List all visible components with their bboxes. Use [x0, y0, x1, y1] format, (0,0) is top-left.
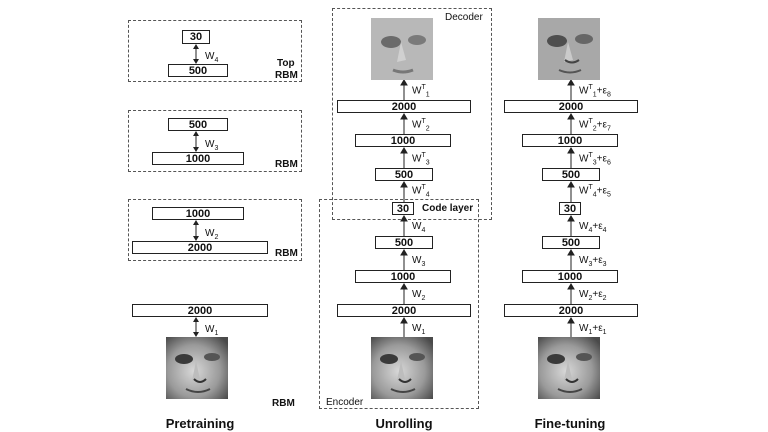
rbm-top-tag-1: Top — [277, 58, 295, 69]
ft-decoder-layer-500: 500 — [542, 168, 600, 181]
rbm3-tag: RBM — [275, 159, 298, 170]
unroll-encoder-layer-1000: 1000 — [355, 270, 451, 283]
rbm1-weight: W1 — [205, 324, 219, 337]
unroll-decoder-layer-1000: 1000 — [355, 134, 451, 147]
ft-code-layer: 30 — [559, 202, 581, 215]
unroll-encoder-layer-500: 500 — [375, 236, 433, 249]
ft-decoder-layer-1000: 1000 — [522, 134, 618, 147]
unroll-dec-weight-4: WT4 — [412, 184, 430, 199]
input-face-image-finetuning — [538, 337, 600, 399]
rbm3-lower-layer: 1000 — [152, 152, 244, 165]
rbm3-upper-layer: 500 — [168, 118, 228, 131]
output-face-image-finetuning — [538, 18, 600, 80]
ft-arrows — [567, 80, 575, 337]
ft-encoder-layer-2000: 2000 — [504, 304, 638, 317]
unroll-dec-weight-2: WT2 — [412, 118, 430, 133]
rbm2-weight: W2 — [205, 228, 219, 241]
rbm-top-upper-layer: 30 — [182, 30, 210, 44]
pretraining-caption: Pretraining — [165, 416, 235, 431]
code-layer-label: Code layer — [422, 203, 474, 214]
unrolling-caption: Unrolling — [375, 416, 433, 431]
input-face-image — [166, 337, 228, 399]
rbm1-tag: RBM — [272, 398, 295, 409]
decoder-frame — [332, 8, 492, 220]
ft-encoder-layer-500: 500 — [542, 236, 600, 249]
ft-dec-weight-2: WT2+ε7 — [579, 118, 611, 133]
rbm-top-bidirectional-arrow — [193, 44, 199, 64]
ft-dec-weight-3: WT3+ε6 — [579, 152, 611, 167]
rbm3-bidirectional-arrow — [193, 131, 199, 152]
ft-dec-weight-1: WT1+ε8 — [579, 84, 611, 99]
unroll-enc-weight-3: W3 — [412, 255, 426, 268]
unroll-code-layer: 30 — [392, 202, 414, 215]
ft-dec-weight-4: WT4+ε5 — [579, 184, 611, 199]
encoder-label: Encoder — [326, 397, 364, 408]
rbm-top-tag-2: RBM — [275, 70, 298, 81]
rbm3-frame — [128, 110, 302, 172]
rbm2-upper-layer: 1000 — [152, 207, 244, 220]
ft-decoder-layer-2000: 2000 — [504, 100, 638, 113]
ft-enc-weight-4: W4+ε4 — [579, 221, 607, 234]
output-face-image-unrolling — [371, 18, 433, 80]
ft-encoder-layer-1000: 1000 — [522, 270, 618, 283]
rbm2-tag: RBM — [275, 248, 298, 259]
ft-enc-weight-3: W3+ε3 — [579, 255, 607, 268]
unroll-enc-weight-4: W4 — [412, 221, 426, 234]
unroll-enc-weight-1: W1 — [412, 323, 426, 336]
decoder-label: Decoder — [445, 12, 483, 23]
rbm3-weight: W3 — [205, 139, 219, 152]
rbm-top-frame — [128, 20, 302, 82]
unroll-dec-weight-3: WT3 — [412, 152, 430, 167]
rbm-top-weight: W4 — [205, 51, 219, 64]
rbm2-frame — [128, 199, 302, 261]
unroll-arrows — [400, 80, 408, 337]
unroll-dec-weight-1: WT1 — [412, 84, 430, 99]
ft-enc-weight-1: W1+ε1 — [579, 323, 607, 336]
rbm1-upper-layer: 2000 — [132, 304, 268, 317]
input-face-image-unrolling — [371, 337, 433, 399]
unroll-decoder-layer-500: 500 — [375, 168, 433, 181]
rbm1-bidirectional-arrow — [193, 317, 199, 337]
rbm-top-lower-layer: 500 — [168, 64, 228, 77]
unroll-decoder-layer-2000: 2000 — [337, 100, 471, 113]
rbm2-lower-layer: 2000 — [132, 241, 268, 254]
unroll-enc-weight-2: W2 — [412, 289, 426, 302]
encoder-frame — [319, 199, 479, 409]
rbm2-bidirectional-arrow — [193, 220, 199, 241]
ft-enc-weight-2: W2+ε2 — [579, 289, 607, 302]
finetuning-caption: Fine-tuning — [534, 416, 606, 431]
unroll-encoder-layer-2000: 2000 — [337, 304, 471, 317]
